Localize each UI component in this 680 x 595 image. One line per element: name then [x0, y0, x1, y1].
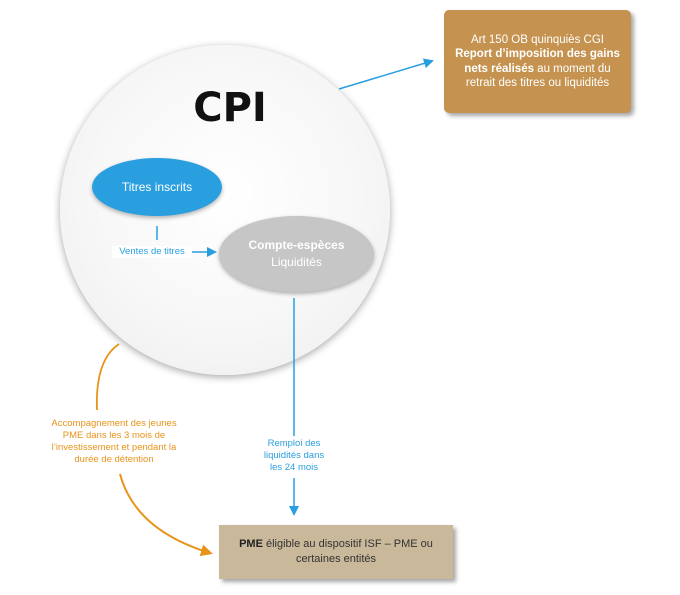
cpi-circle [60, 45, 390, 375]
cpi-title: CPI [193, 85, 267, 131]
compte-especes-subtitle: Liquidités [271, 255, 322, 269]
art-150-box: Art 150 OB quinquiès CGI Report d’imposi… [444, 10, 631, 113]
titres-inscrits-label: Titres inscrits [121, 180, 193, 194]
pme-box-bold: PME [239, 538, 263, 550]
ventes-label: Ventes de titres [112, 246, 192, 258]
art-box-line1: Art 150 OB quinquiès CGI [471, 33, 604, 46]
compte-especes-title: Compte-espèces [248, 238, 345, 252]
art-box-rest: au moment du retrait des titres ou liqui… [465, 62, 611, 90]
art-arrow [338, 58, 434, 90]
pme-box-rest: éligible au dispositif ISF – PME ou cert… [262, 538, 433, 565]
art-box-bold: Report d’imposition des gains nets réali… [455, 48, 620, 75]
accomp-curve-bottom [119, 473, 213, 557]
accompagnement-label: Accompagnement des jeunes PME dans les 3… [51, 418, 177, 465]
remploi-label: Remploi des liquidités dans les 24 mois [258, 438, 330, 474]
titres-inscrits-node: Titres inscrits [92, 158, 222, 216]
compte-especes-node: Compte-espèces Liquidités [219, 216, 374, 292]
accomp-curve-top [95, 343, 120, 411]
pme-box: PME éligible au dispositif ISF – PME ou … [219, 525, 453, 579]
